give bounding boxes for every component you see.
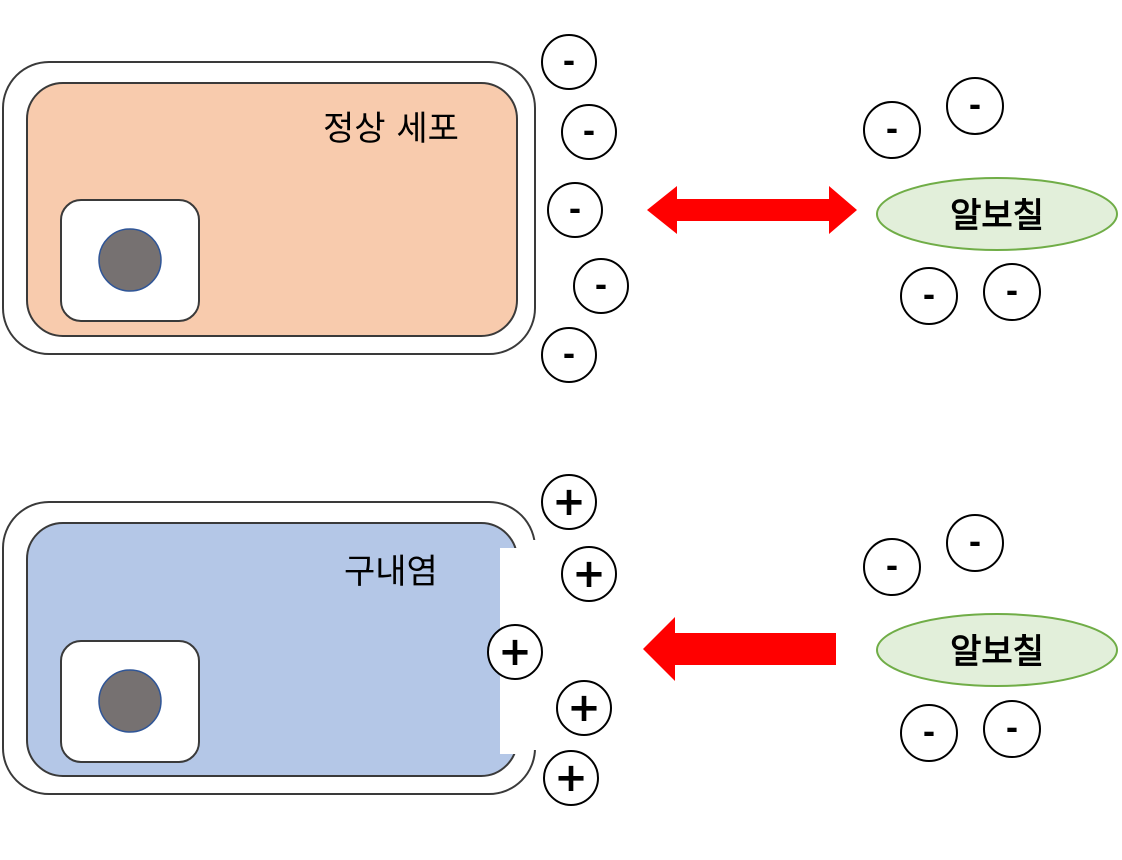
drug-label: 알보칠: [950, 632, 1044, 672]
cell-charge-ion: +: [561, 546, 617, 602]
svg-text:-: -: [923, 279, 935, 314]
svg-text:-: -: [969, 89, 981, 124]
panel-normal-cell: 정상 세포 - - - - - 알보칠 -: [2, 34, 1118, 383]
cell-nucleus: [98, 228, 162, 292]
svg-text:-: -: [1006, 712, 1018, 747]
svg-text:-: -: [583, 115, 595, 150]
drug-charge-ion: -: [946, 77, 1004, 135]
svg-text:-: -: [969, 526, 981, 561]
drug-charge-ion: -: [863, 538, 921, 596]
svg-text:-: -: [886, 550, 898, 585]
drug-ellipse: [876, 613, 1118, 687]
svg-text:+: +: [498, 629, 532, 675]
drug-charge-ion: -: [983, 700, 1041, 758]
drug-label: 알보칠: [950, 196, 1044, 236]
drug-charge-ion: -: [900, 267, 958, 325]
svg-text:+: +: [567, 685, 601, 731]
svg-text:-: -: [923, 716, 935, 751]
cell-charge-ion: +: [543, 750, 599, 806]
double-arrow: [647, 186, 857, 234]
svg-text:-: -: [886, 113, 898, 148]
svg-text:-: -: [569, 193, 581, 228]
svg-text:+: +: [572, 551, 606, 597]
cell-label: 정상 세포: [323, 109, 459, 149]
svg-text:+: +: [554, 755, 588, 801]
cell-charge-ion: +: [556, 680, 612, 736]
svg-text:-: -: [563, 338, 575, 373]
cell-charge-ion: +: [541, 474, 597, 530]
drug-ellipse: [876, 177, 1118, 251]
svg-text:-: -: [595, 269, 607, 304]
cell-nucleus: [98, 669, 162, 733]
svg-text:-: -: [1006, 275, 1018, 310]
cell-charge-ion: -: [573, 258, 629, 314]
attraction-arrow: [643, 617, 836, 681]
cell-charge-ion: -: [541, 327, 597, 383]
svg-text:+: +: [552, 479, 586, 525]
panel-stomatitis: 구내염 + + + + + 알보칠 -: [2, 474, 1118, 806]
drug-charge-ion: -: [863, 101, 921, 159]
cell-label: 구내염: [344, 552, 438, 592]
drug-charge-ion: -: [900, 704, 958, 762]
cell-charge-ion: -: [547, 182, 603, 238]
cell-charge-ion: +: [487, 624, 543, 680]
drug-charge-ion: -: [983, 263, 1041, 321]
cell-charge-ion: -: [541, 34, 597, 90]
drug-charge-ion: -: [946, 514, 1004, 572]
svg-text:-: -: [563, 45, 575, 80]
cell-charge-ion: -: [561, 104, 617, 160]
